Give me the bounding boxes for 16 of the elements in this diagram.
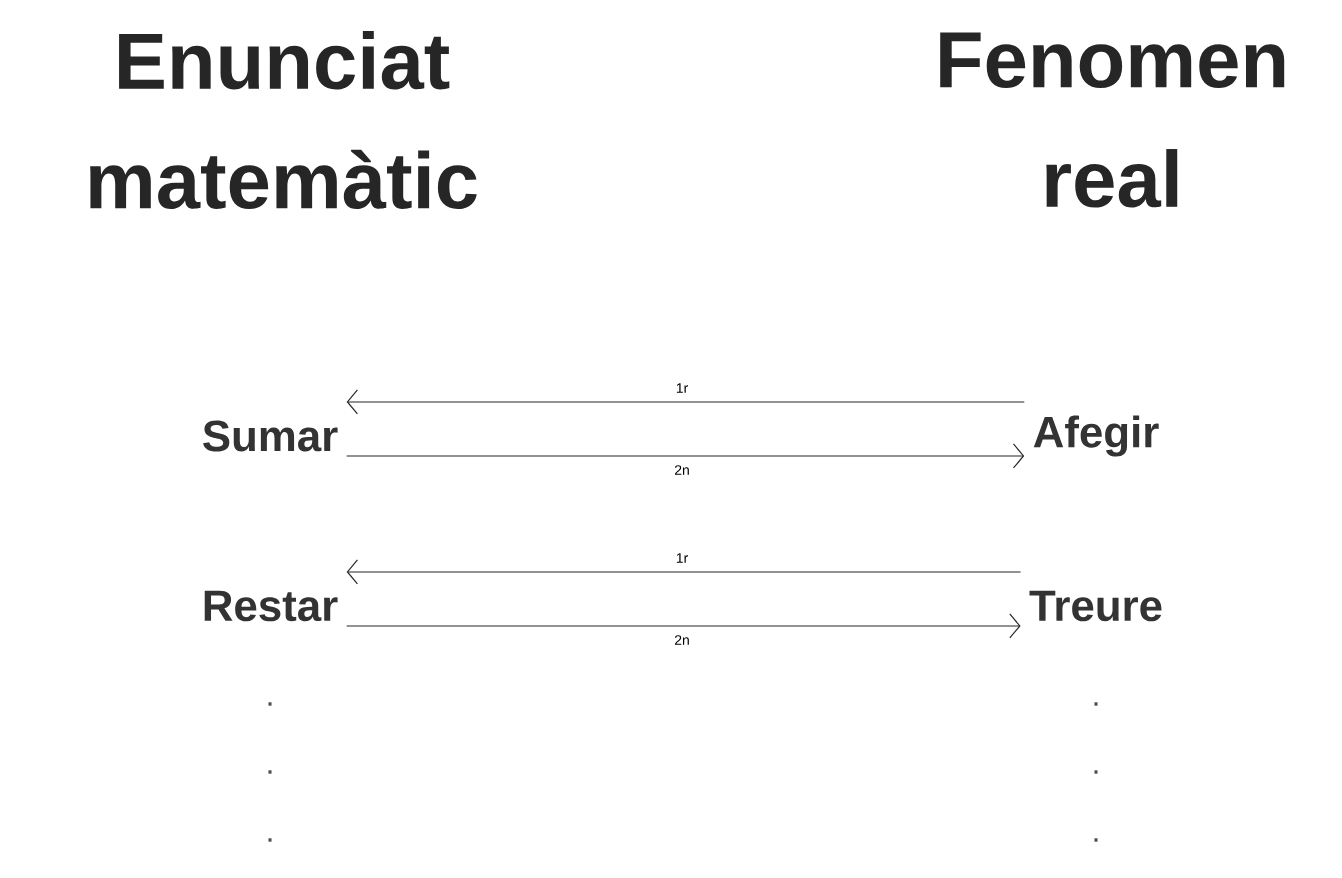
dot: . <box>268 702 272 706</box>
dot: . <box>1094 838 1098 842</box>
word-label: Afegir <box>1033 415 1159 457</box>
heading: Fenomen real <box>940 32 1285 208</box>
word-label: Restar <box>204 590 338 622</box>
arrow <box>346 389 1025 415</box>
dot: . <box>268 838 272 842</box>
arrow <box>346 443 1025 469</box>
dot: . <box>1094 770 1098 774</box>
arrow <box>346 613 1021 639</box>
dot: . <box>268 770 272 774</box>
word-label: Treure <box>1029 590 1162 622</box>
dot: . <box>1094 702 1098 706</box>
arrow <box>346 559 1022 585</box>
word-label: Sumar <box>203 420 338 452</box>
heading: Enunciat matemàtic <box>90 30 477 210</box>
